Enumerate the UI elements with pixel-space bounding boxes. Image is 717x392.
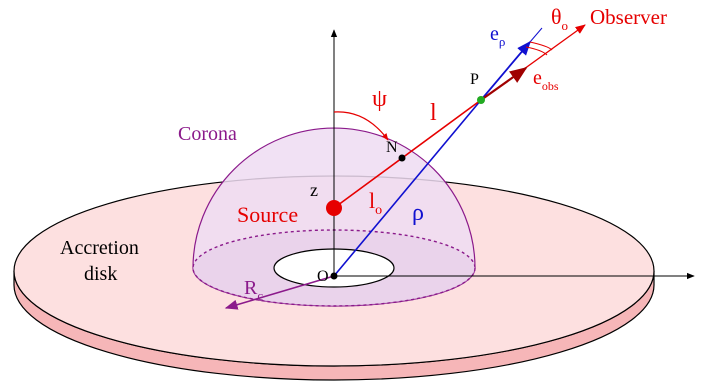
label-n: N [386, 139, 398, 156]
label-l-o: lo [369, 188, 382, 218]
psi-arc [333, 111, 389, 141]
label-o: O [317, 268, 329, 285]
rho-line [333, 99, 482, 277]
label-l: l [430, 100, 437, 126]
label-source: Source [237, 202, 298, 227]
label-psi: ψ [372, 86, 387, 112]
rc-vector [224, 275, 335, 310]
label-corona: Corona [178, 123, 237, 145]
label-rho: ρ [412, 200, 424, 226]
theta-arc [529, 41, 553, 51]
label-disk: disk [84, 263, 117, 285]
point-o [330, 272, 338, 280]
point-n [398, 154, 406, 162]
source-point [326, 200, 342, 216]
label-z: z [310, 180, 318, 200]
label-e-obs: eobs [533, 67, 559, 93]
rho-extension [529, 27, 543, 43]
theta-arc-inner [525, 46, 548, 56]
point-p [477, 96, 485, 104]
label-e-rho: eρ [490, 23, 505, 49]
label-observer: Observer [590, 5, 667, 29]
label-theta-o: θo [551, 4, 568, 33]
label-rc: Rc [244, 277, 263, 303]
l-line [333, 99, 482, 209]
e-obs-vector [480, 66, 528, 101]
label-accretion: Accretion [60, 237, 139, 259]
e-rho-vector [480, 40, 531, 101]
label-p: P [470, 71, 479, 88]
